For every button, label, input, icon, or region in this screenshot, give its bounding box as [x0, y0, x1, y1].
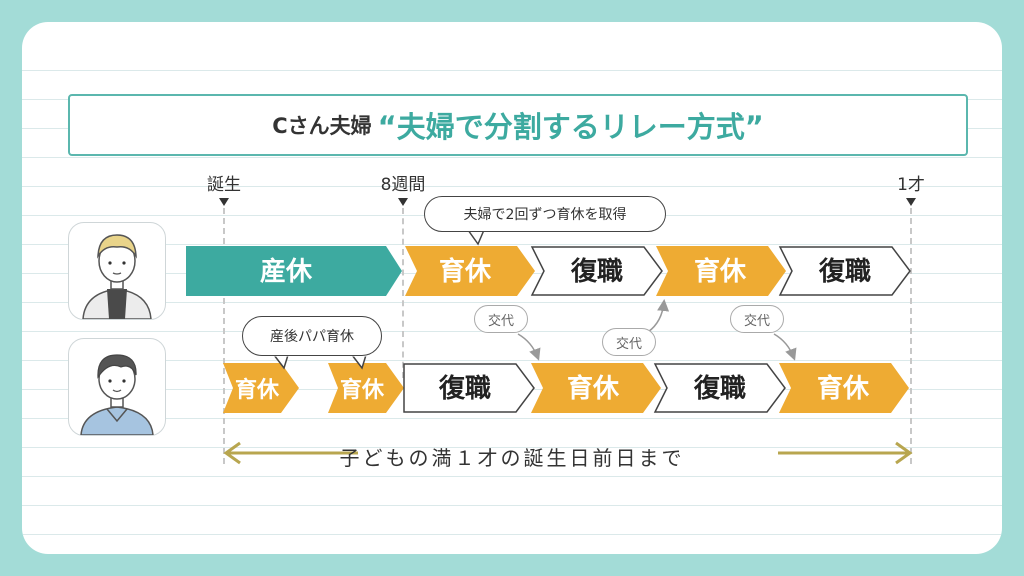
husband-segment-1: 育休: [223, 363, 299, 413]
husband-segment-2: 育休: [328, 363, 404, 413]
wife-segment-3: 復職: [530, 246, 663, 296]
ruled-line: [22, 505, 1002, 506]
marker-1year-arrow: [906, 198, 916, 206]
title-box: Cさん夫婦 “夫婦で分割するリレー方式”: [68, 94, 968, 156]
content-card: Cさん夫婦 “夫婦で分割するリレー方式” 誕生 8週間 1才: [22, 22, 1002, 554]
handover-arrow-1: [517, 333, 541, 361]
avatar-husband: [68, 338, 166, 436]
birth-guide-line: [223, 208, 225, 464]
ruled-line: [22, 70, 1002, 71]
span-arrow-left: [223, 441, 358, 465]
wife-segment-1-label: 産休: [260, 256, 313, 287]
marker-8weeks-arrow: [398, 198, 408, 206]
husband-segment-3-label: 復職: [438, 373, 491, 404]
ruled-line: [22, 360, 1002, 361]
handover-arrow-2: [647, 299, 670, 333]
1year-guide-line: [910, 208, 912, 464]
ruled-line: [22, 476, 1002, 477]
husband-segment-4-label: 育休: [567, 373, 620, 404]
title-prefix: Cさん夫婦: [272, 114, 372, 138]
wife-segment-5: 復職: [778, 246, 911, 296]
marker-birth-arrow: [219, 198, 229, 206]
span-arrow-right: [778, 441, 913, 465]
wife-segment-4-label: 育休: [694, 256, 747, 287]
wife-segment-1: 産休: [186, 246, 402, 296]
wife-segment-2: 育休: [405, 246, 535, 296]
span-label: 子どもの満１才の誕生日前日まで: [339, 446, 685, 470]
husband-note-bubble: 産後パパ育休: [242, 316, 382, 356]
husband-segment-6-label: 育休: [817, 373, 870, 404]
avatar-wife: [68, 222, 166, 320]
wife-note-tail: [467, 229, 485, 246]
husband-segment-1-label: 育休: [235, 377, 280, 403]
husband-segment-6: 育休: [779, 363, 909, 413]
husband-segment-3: 復職: [403, 363, 535, 413]
wife-segment-5-label: 復職: [818, 256, 871, 287]
title-main: “夫婦で分割するリレー方式”: [377, 110, 764, 144]
husband-note-tail-1: [273, 354, 289, 370]
wife-note-bubble: 夫婦で2回ずつ育休を取得: [424, 196, 666, 232]
marker-1year-label: 1才: [897, 175, 925, 195]
ruled-line: [22, 186, 1002, 187]
ruled-line: [22, 302, 1002, 303]
ruled-line: [22, 534, 1002, 535]
marker-8weeks-label: 8週間: [380, 175, 426, 195]
ruled-line: [22, 418, 1002, 419]
husband-note-tail-2: [351, 354, 367, 370]
wife-segment-4: 育休: [656, 246, 786, 296]
handover-arrow-3: [773, 333, 797, 361]
8weeks-guide-line: [402, 208, 404, 378]
ruled-line: [22, 157, 1002, 158]
handover-chip-3: 交代: [730, 305, 784, 333]
connector-overlay: [223, 228, 913, 465]
ruled-line: [22, 244, 1002, 245]
handover-chip-2: 交代: [602, 328, 656, 356]
husband-segment-5-label: 復職: [693, 373, 746, 404]
husband-segment-2-label: 育休: [340, 377, 385, 403]
husband-segment-4: 育休: [531, 363, 661, 413]
ruled-line: [22, 447, 1002, 448]
wife-segment-2-label: 育休: [439, 256, 492, 287]
handover-chip-1: 交代: [474, 305, 528, 333]
wife-segment-3-label: 復職: [570, 256, 623, 287]
marker-birth-label: 誕生: [207, 175, 241, 195]
husband-segment-5: 復職: [653, 363, 786, 413]
